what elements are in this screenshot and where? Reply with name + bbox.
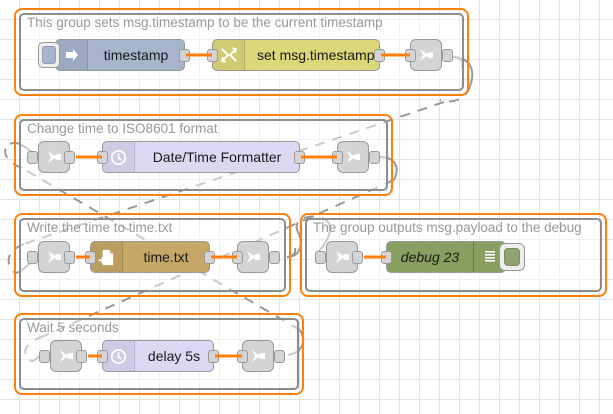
output-port[interactable] (208, 350, 219, 363)
group-label: This group sets msg.timestamp to be the … (27, 15, 383, 30)
input-port[interactable] (381, 251, 392, 264)
input-port[interactable] (27, 151, 38, 164)
input-port[interactable] (207, 49, 218, 62)
clock-icon (103, 341, 135, 371)
debug-enable-button[interactable] (499, 243, 525, 271)
node-label: time.txt (143, 249, 189, 265)
input-port[interactable] (332, 151, 343, 164)
node-debug-23[interactable]: debug 23 (381, 241, 525, 273)
node-link-out-1[interactable] (405, 39, 453, 71)
debug-lines-icon (473, 242, 505, 272)
output-port[interactable] (269, 251, 280, 264)
node-link-in-1[interactable] (27, 141, 75, 173)
node-link-in-2[interactable] (27, 241, 75, 273)
link-in-icon (336, 251, 349, 263)
link-out-icon (252, 350, 265, 362)
node-label: delay 5s (147, 348, 201, 364)
node-link-out-3[interactable] (232, 241, 280, 273)
group-label: Write the time to time.txt (27, 220, 173, 235)
output-port[interactable] (294, 151, 305, 164)
link-out-icon (347, 151, 360, 163)
group-border-inner (19, 119, 388, 191)
input-port[interactable] (97, 151, 108, 164)
node-link-in-4[interactable] (39, 340, 87, 372)
clock-icon (103, 142, 135, 172)
link-in-icon (60, 350, 73, 362)
link-in-icon (48, 151, 61, 163)
output-port[interactable] (64, 151, 75, 164)
output-port[interactable] (352, 251, 363, 264)
link-out-icon (247, 251, 260, 263)
link-out-icon (420, 49, 433, 61)
input-port[interactable] (232, 251, 243, 264)
node-delay-5s[interactable]: delay 5s (97, 340, 219, 372)
debug-button-knob (504, 248, 520, 266)
link-in-icon (48, 251, 61, 263)
group-label: Wait 5 seconds (27, 320, 119, 335)
node-change-set-timestamp[interactable]: set msg.timestamp (207, 39, 385, 71)
change-swap-icon (213, 40, 245, 70)
input-port[interactable] (405, 49, 416, 62)
output-port[interactable] (64, 251, 75, 264)
node-label: set msg.timestamp (257, 47, 375, 63)
input-port[interactable] (315, 251, 326, 264)
inject-button-knob (42, 46, 56, 64)
node-label: Date/Time Formatter (152, 149, 282, 165)
input-port[interactable] (237, 350, 248, 363)
input-port[interactable] (27, 251, 38, 264)
group-iso8601[interactable]: Change time to ISO8601 format (14, 114, 393, 196)
output-port[interactable] (204, 251, 215, 264)
input-port[interactable] (85, 251, 96, 264)
input-port[interactable] (39, 350, 50, 363)
input-port[interactable] (97, 350, 108, 363)
node-datetime-formatter[interactable]: Date/Time Formatter (97, 141, 305, 173)
group-label: The group outputs msg.payload to the deb… (313, 220, 582, 235)
group-label: Change time to ISO8601 format (27, 121, 218, 136)
node-file-write[interactable]: time.txt (85, 241, 215, 273)
node-link-in-3[interactable] (315, 241, 363, 273)
node-link-out-4[interactable] (237, 340, 285, 372)
output-port[interactable] (76, 350, 87, 363)
node-label: debug 23 (400, 249, 460, 265)
file-write-icon (91, 242, 123, 272)
output-port[interactable] (374, 49, 385, 62)
output-port[interactable] (274, 350, 285, 363)
inject-trigger-button[interactable] (38, 42, 60, 68)
node-link-out-2[interactable] (332, 141, 380, 173)
output-port[interactable] (179, 49, 190, 62)
inject-arrow-icon (56, 40, 88, 70)
node-label: timestamp (103, 47, 169, 63)
output-port[interactable] (442, 49, 453, 62)
node-inject-timestamp[interactable]: timestamp (38, 39, 190, 71)
output-port[interactable] (369, 151, 380, 164)
